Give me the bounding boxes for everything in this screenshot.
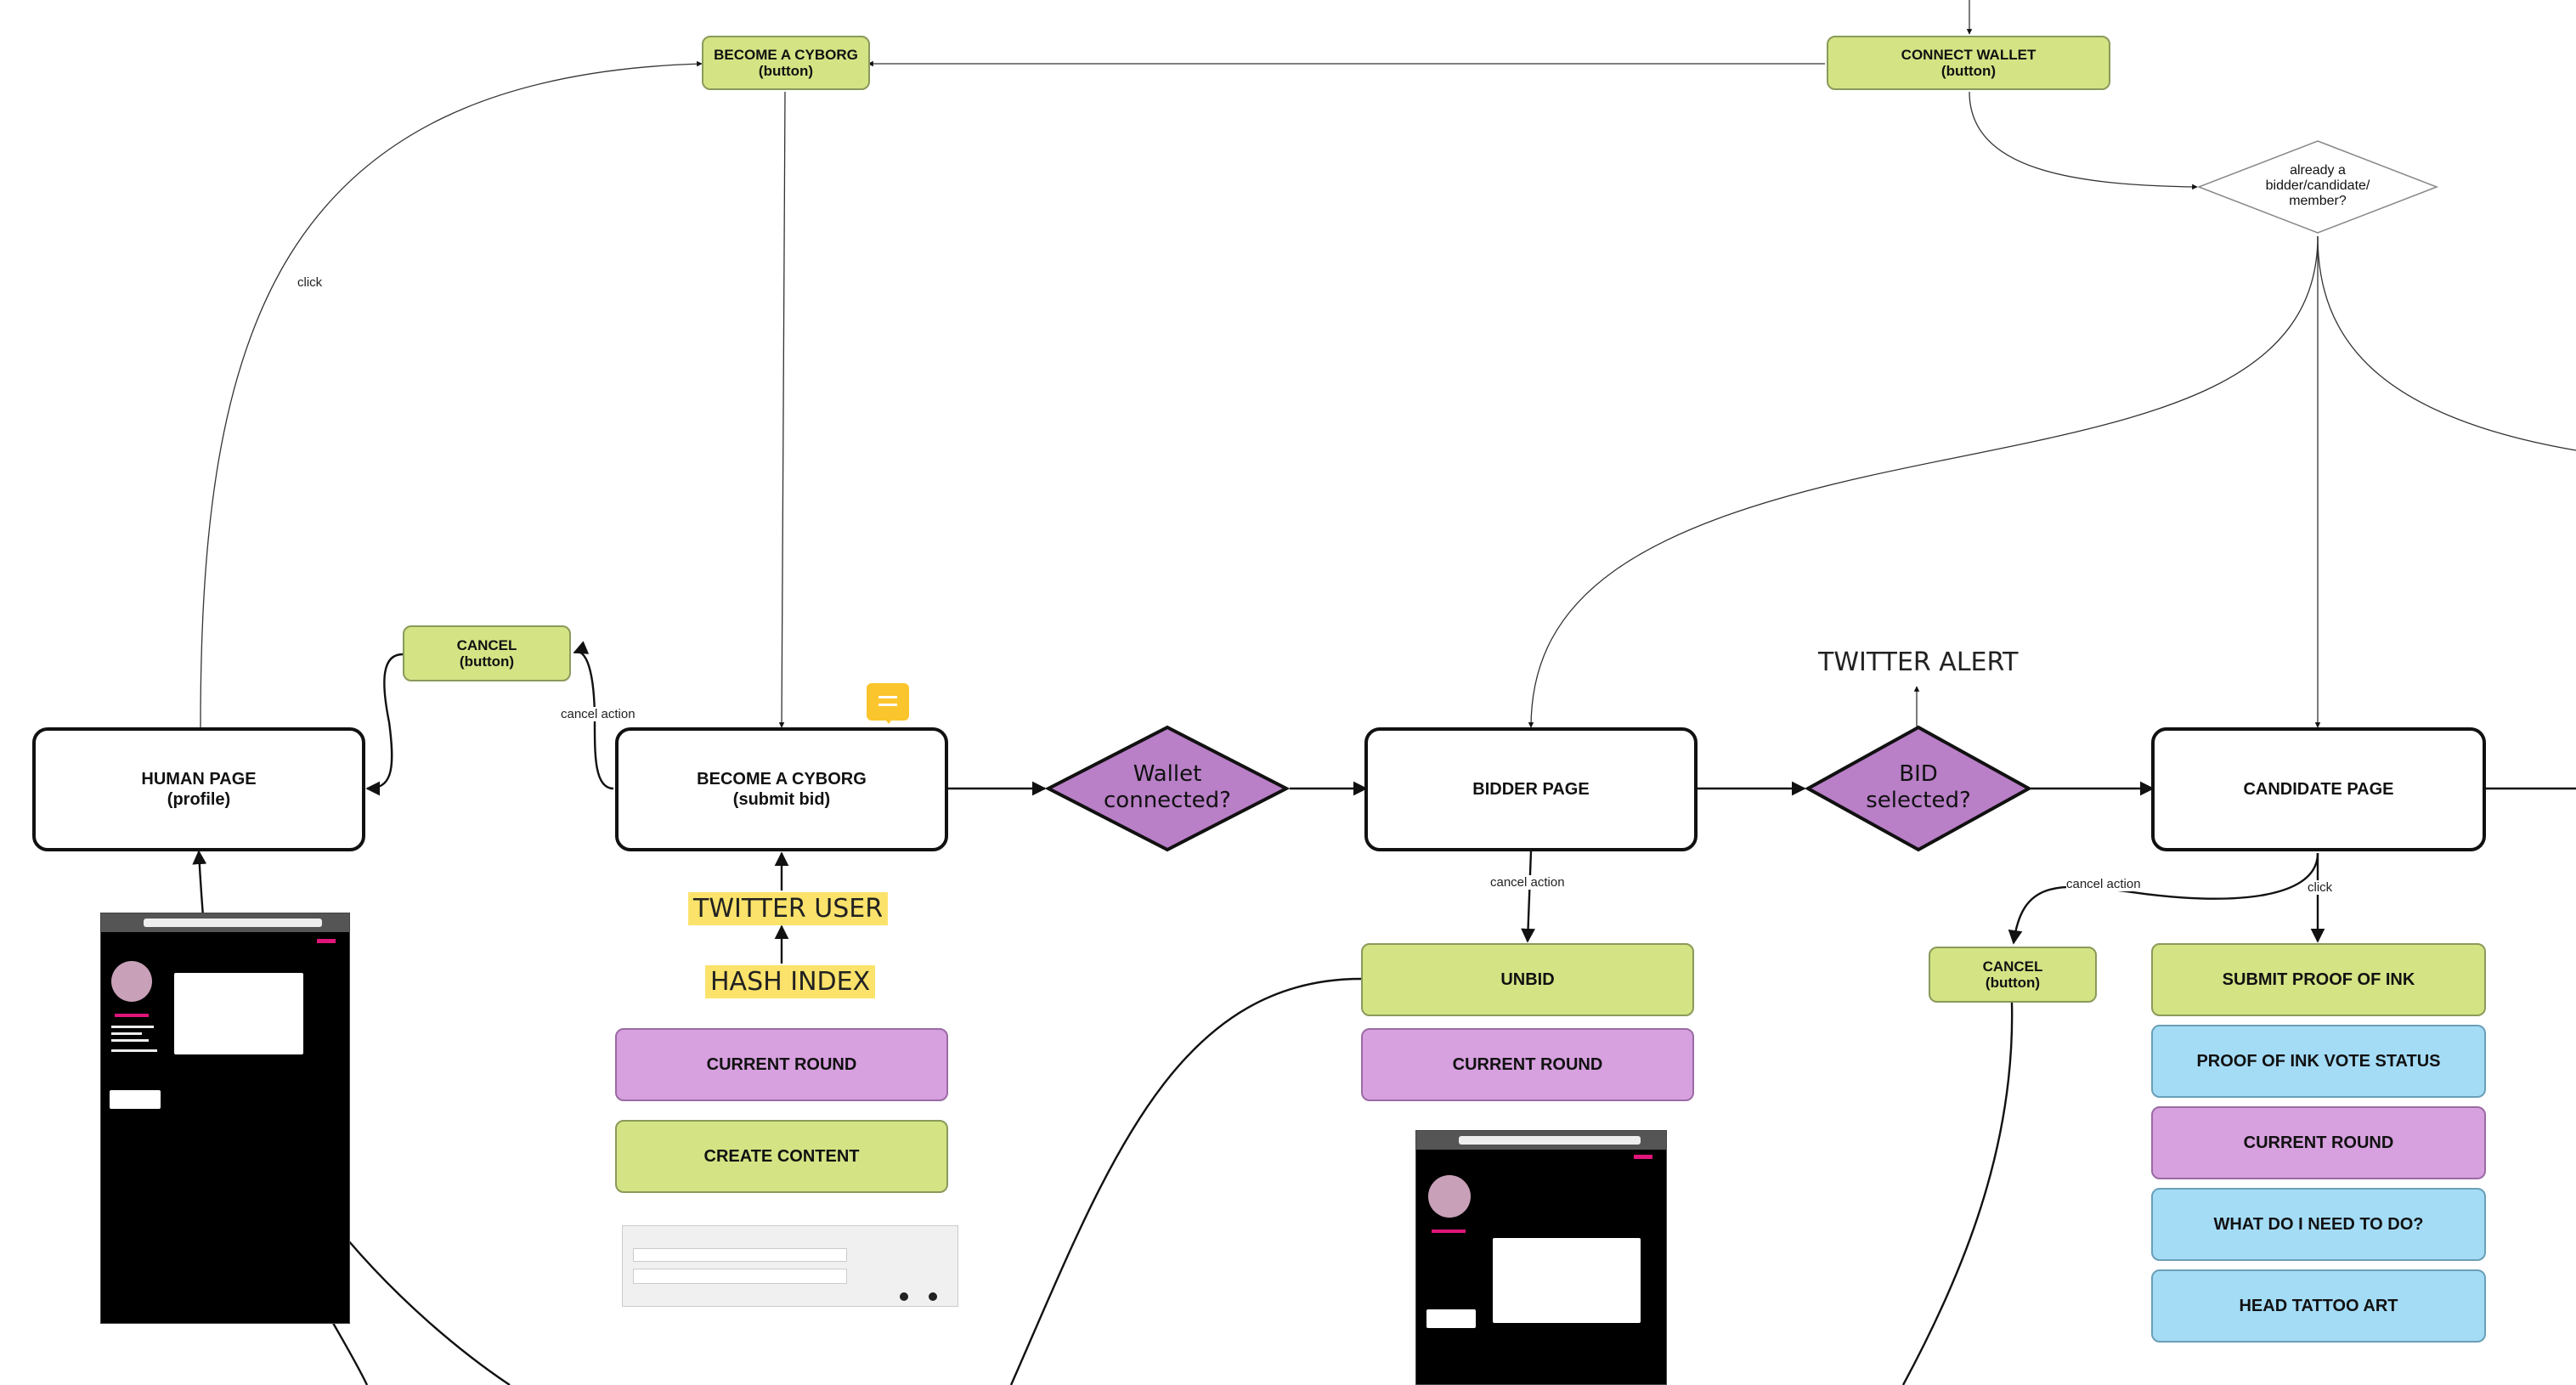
what-do-i-need-label: WHAT DO I NEED TO DO? — [2213, 1214, 2424, 1234]
edge-label-cancel-action-2: cancel action — [1490, 875, 1565, 890]
edge-cancel-right-down — [1901, 1002, 2014, 1385]
edge-become-page-to-cancel — [573, 641, 614, 790]
become-cyborg-button-line1: BECOME A CYBORG — [714, 47, 858, 63]
current-round-node-1[interactable]: CURRENT ROUND — [615, 1028, 948, 1101]
bidder-stats-card — [1426, 1309, 1476, 1328]
stats-card — [110, 1090, 161, 1109]
edge-human-to-become-btn — [200, 60, 703, 728]
decision-wallet-label: Wallet connected? — [1091, 761, 1244, 814]
human-page-node[interactable]: HUMAN PAGE (profile) — [32, 727, 365, 851]
become-cyborg-button-line2: (button) — [758, 63, 814, 79]
decision-bid-line1: BID — [1899, 761, 1938, 787]
twitter-alert-label: TWITTER ALERT — [1818, 647, 2019, 677]
decision-bid-line2: selected? — [1866, 788, 1971, 813]
edge-label-click-1: click — [297, 275, 323, 290]
create-content-node[interactable]: CREATE CONTENT — [615, 1120, 948, 1193]
bidder-page-node[interactable]: BIDDER PAGE — [1364, 727, 1698, 851]
current-round-1-label: CURRENT ROUND — [706, 1054, 857, 1074]
edge-bidder-to-unbid — [1521, 851, 1535, 943]
cancel-button-node-right[interactable]: CANCEL (button) — [1929, 947, 2097, 1003]
head-tattoo-art-label: HEAD TATTOO ART — [2239, 1296, 2398, 1315]
bidder-list-panel — [1493, 1238, 1641, 1323]
become-cyborg-page-line1: BECOME A CYBORG — [697, 770, 867, 789]
edge-already-to-bidder — [1528, 235, 2319, 728]
edge-cancel-to-human — [365, 653, 404, 796]
edge-become-btn-to-page — [778, 91, 786, 728]
connect-wallet-line1: CONNECT WALLET — [1901, 47, 2037, 63]
create-content-label: CREATE CONTENT — [703, 1146, 860, 1166]
candidate-page-node[interactable]: CANDIDATE PAGE — [2151, 727, 2486, 851]
candidate-page-line1: CANDIDATE PAGE — [2243, 780, 2394, 799]
decision-wallet-line2: connected? — [1104, 788, 1231, 813]
bid-list-panel — [174, 973, 303, 1054]
become-cyborg-page-node[interactable]: BECOME A CYBORG (submit bid) — [615, 727, 948, 851]
decision-bid-label: BID selected? — [1842, 761, 1995, 814]
cancel-left-line1: CANCEL — [456, 637, 517, 653]
decision-already-line2: bidder/candidate/ — [2265, 178, 2370, 193]
edge-label-cancel-action-1: cancel action — [561, 707, 636, 721]
decision-wallet-shape — [1044, 725, 1291, 852]
bidder-page-screenshot — [1415, 1130, 1667, 1385]
human-page-screenshot — [100, 913, 350, 1324]
bidder-avatar — [1428, 1175, 1471, 1218]
cancel-button-node-left[interactable]: CANCEL (button) — [403, 625, 571, 681]
current-round-node-3[interactable]: CURRENT ROUND — [2151, 1106, 2486, 1179]
comment-icon[interactable] — [867, 683, 909, 724]
connect-wallet-button-node[interactable]: CONNECT WALLET (button) — [1827, 36, 2110, 90]
human-page-line1: HUMAN PAGE — [141, 770, 257, 789]
connect-wallet-line2: (button) — [1940, 63, 1997, 79]
submit-proof-of-ink-node[interactable]: SUBMIT PROOF OF INK — [2151, 943, 2486, 1016]
current-round-3-label: CURRENT ROUND — [2243, 1133, 2394, 1152]
edge-screenshot-bottom-2 — [328, 1316, 369, 1385]
decision-already-line1: already a — [2290, 163, 2346, 178]
twitter-user-highlight: TWITTER USER — [688, 892, 889, 925]
bidder-page-line1: BIDDER PAGE — [1472, 780, 1590, 799]
edge-screenshot-bottom-1 — [347, 1240, 511, 1385]
submit-proof-label: SUBMIT PROOF OF INK — [2222, 970, 2415, 989]
head-tattoo-art-node[interactable]: HEAD TATTOO ART — [2151, 1269, 2486, 1343]
what-do-i-need-node[interactable]: WHAT DO I NEED TO DO? — [2151, 1188, 2486, 1261]
unbid-node[interactable]: UNBID — [1361, 943, 1694, 1016]
decision-bid-shape — [1804, 725, 2033, 852]
browser-bar-2 — [1416, 1131, 1666, 1150]
human-page-line2: (profile) — [167, 790, 231, 809]
browser-bar — [101, 913, 349, 932]
edge-label-cancel-action-3: cancel action — [2066, 877, 2141, 891]
edge-unbid-down — [1009, 977, 1362, 1385]
decision-already-line3: member? — [2289, 194, 2347, 208]
edge-label-click-2: click — [2308, 880, 2333, 895]
cancel-right-line2: (button) — [1985, 975, 2041, 991]
edge-already-to-right — [2317, 235, 2576, 451]
submit-bid-form-thumbnail — [622, 1225, 958, 1307]
profile-avatar — [111, 961, 152, 1002]
proof-of-ink-vote-status-node[interactable]: PROOF OF INK VOTE STATUS — [2151, 1025, 2486, 1098]
become-cyborg-page-line2: (submit bid) — [732, 790, 831, 809]
cancel-right-line1: CANCEL — [1982, 958, 2043, 975]
decision-already-shape — [2196, 140, 2439, 234]
edge-connect-to-already — [1969, 91, 2198, 190]
hash-index-highlight: HASH INDEX — [705, 965, 876, 998]
edge-candidate-to-cancel — [2008, 852, 2319, 945]
become-cyborg-button-node[interactable]: BECOME A CYBORG (button) — [702, 36, 870, 90]
decision-wallet-line1: Wallet — [1133, 761, 1202, 787]
cancel-left-line2: (button) — [459, 653, 515, 670]
current-round-2-label: CURRENT ROUND — [1452, 1054, 1603, 1074]
unbid-label: UNBID — [1500, 970, 1555, 989]
decision-already-label: already a bidder/candidate/ member? — [2241, 163, 2394, 209]
proof-vote-status-label: PROOF OF INK VOTE STATUS — [2196, 1051, 2441, 1071]
current-round-node-2[interactable]: CURRENT ROUND — [1361, 1028, 1694, 1101]
